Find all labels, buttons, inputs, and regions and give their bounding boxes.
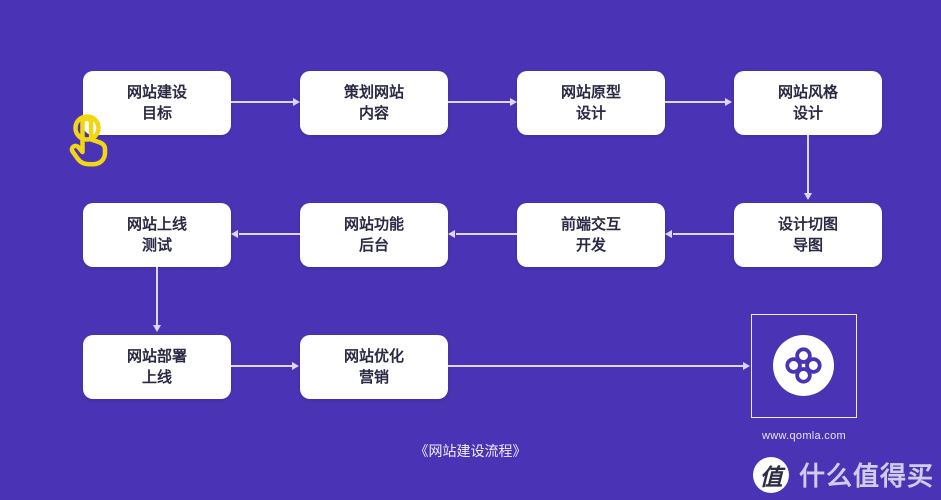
arrow-optimize-to-logo-line	[448, 365, 743, 367]
flow-node-frontend-dev: 前端交互 开发	[517, 203, 665, 267]
arrow-plan-to-prototype-head	[510, 98, 517, 106]
arrow-prototype-to-style-line	[665, 101, 725, 103]
arrow-backend-to-test-line	[239, 233, 300, 235]
diagram-caption: 《网站建设流程》	[414, 443, 527, 459]
arrow-backend-to-test-head	[231, 230, 238, 238]
arrow-style-to-slice-head	[804, 193, 812, 200]
flow-node-launch-test: 网站上线 测试	[83, 203, 231, 267]
qomla-clover-logo-icon	[773, 335, 834, 396]
arrow-goal-to-plan-line	[231, 101, 293, 103]
flow-node-function-backend: 网站功能 后台	[300, 203, 448, 267]
tap-hand-cursor-icon	[69, 114, 108, 167]
arrow-deploy-to-optimize-head	[292, 362, 299, 370]
flow-node-prototype-design: 网站原型 设计	[517, 71, 665, 135]
arrow-plan-to-prototype-line	[448, 101, 510, 103]
qomla-logo-box	[751, 314, 857, 418]
arrow-goal-to-plan-head	[293, 98, 300, 106]
arrow-slice-to-frontend-head	[665, 230, 672, 238]
arrow-prototype-to-style-head	[725, 98, 732, 106]
arrow-test-to-deploy-line	[156, 267, 158, 325]
arrow-style-to-slice-line	[807, 135, 809, 193]
arrow-optimize-to-logo-head	[743, 362, 750, 370]
flow-node-optimize-marketing: 网站优化 营销	[300, 335, 448, 399]
arrow-deploy-to-optimize-line	[231, 365, 292, 367]
flow-node-slice-export: 设计切图 导图	[734, 203, 882, 267]
smzdm-site-name: 什么值得买	[798, 461, 934, 491]
brand-url: www.qomla.com	[762, 430, 846, 442]
arrow-slice-to-frontend-line	[673, 233, 734, 235]
smzdm-watermark: 值 什么值得买	[752, 456, 934, 493]
flow-node-style-design: 网站风格 设计	[734, 71, 882, 135]
smzdm-badge-icon: 值	[752, 456, 789, 493]
flow-node-goal: 网站建设 目标	[83, 71, 231, 135]
arrow-test-to-deploy-head	[153, 325, 161, 332]
flow-node-deploy-launch: 网站部署 上线	[83, 335, 231, 399]
arrow-frontend-to-backend-line	[456, 233, 517, 235]
flow-node-plan-content: 策划网站 内容	[300, 71, 448, 135]
arrow-frontend-to-backend-head	[448, 230, 455, 238]
